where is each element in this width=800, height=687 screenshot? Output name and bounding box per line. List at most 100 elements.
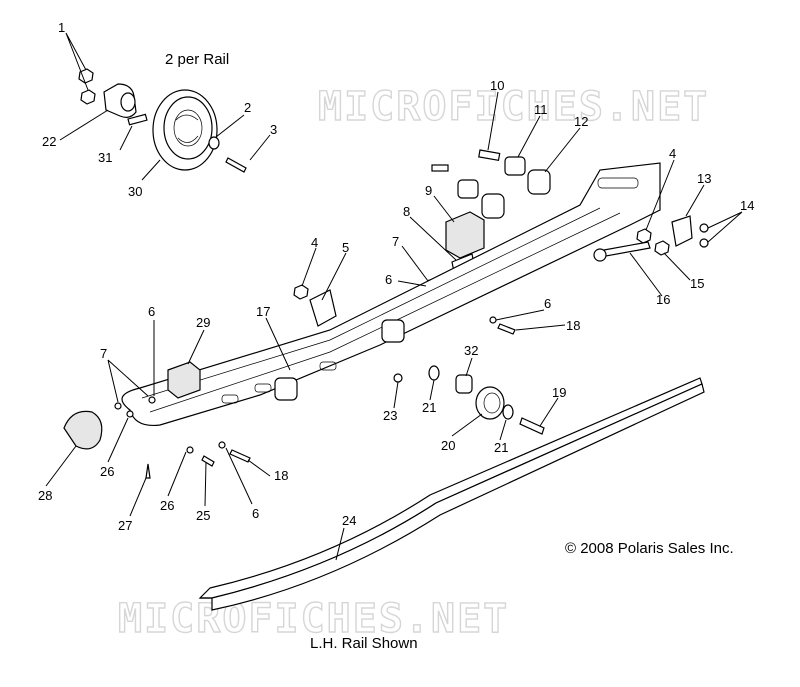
leader-15 [664,253,690,280]
leader-21b [500,420,506,440]
rail-frame-17 [122,163,660,425]
callout-17: 17 [256,304,270,319]
nut-1b [81,90,95,104]
bolt-25 [202,456,214,466]
leader-7a [402,246,428,281]
rivet-23 [394,374,402,382]
spacer-11 [505,157,525,175]
bolt-10 [479,150,500,160]
washer-6-lower [219,442,225,448]
leader-3 [250,135,270,160]
bushing-12 [528,170,550,194]
spacer-32 [456,375,472,393]
rail-frame-outline [122,163,660,425]
leader-21a [430,380,434,400]
callout-26a: 26 [100,464,114,479]
leader-32 [466,358,472,376]
rivet-27 [146,464,150,478]
callout-30: 30 [128,184,142,199]
watermark-top: MICROFICHES.NET [318,84,709,130]
callout-31: 31 [98,150,112,165]
leader-18a [516,325,565,330]
leader-26a [108,418,128,462]
washer-21-left [429,366,439,380]
callout-21a: 21 [422,400,436,415]
caption-2-per-rail: 2 per Rail [165,51,229,68]
callout-10: 10 [490,78,504,93]
washer-26-front [127,411,133,417]
callout-27: 27 [118,518,132,533]
leader-2 [216,115,244,137]
leader-13 [686,185,704,216]
leader-28 [46,446,76,486]
callout-18b: 18 [274,468,288,483]
callout-12: 12 [574,114,588,129]
leader-25 [205,462,206,506]
leader-12 [545,128,580,172]
leader-18b [248,460,270,476]
leader-22 [60,110,108,140]
leader-9 [434,196,454,222]
callout-22: 22 [42,134,56,149]
callout-6a: 6 [385,272,392,287]
bolt-3 [226,158,246,172]
bolt-18-lower [230,450,250,462]
leader-30 [142,160,160,180]
nut-14a [700,224,708,232]
callout-24: 24 [342,513,356,528]
leader-5 [322,253,346,300]
leader-19 [540,398,558,426]
callout-21b: 21 [494,440,508,455]
bolt-upper [432,165,448,171]
leader-20 [452,414,482,436]
copyright-text: © 2008 Polaris Sales Inc. [565,540,734,557]
nut-4-left [294,285,308,299]
callout-26b: 26 [160,498,174,513]
washer-7-front [115,403,121,409]
callout-25: 25 [196,508,210,523]
callout-19: 19 [552,385,566,400]
callout-14: 14 [740,198,754,213]
leader-31 [120,126,132,150]
leader-29 [188,330,204,364]
caption-lh-rail-shown: L.H. Rail Shown [310,635,418,652]
callout-16: 16 [656,292,670,307]
callout-28: 28 [38,488,52,503]
nut-15 [655,241,669,255]
leader-14 [708,212,742,242]
wear-strip-24 [200,378,704,610]
callout-29: 29 [196,315,210,330]
callout-18a: 18 [566,318,580,333]
callout-23: 23 [383,408,397,423]
callout-20: 20 [441,438,455,453]
washer-21-right [503,405,513,419]
callout-13: 13 [697,171,711,186]
callout-5: 5 [342,240,349,255]
leader-4a [302,248,316,286]
leader-16 [630,253,662,296]
washer-26-lower [187,447,193,453]
nut-4-right [637,229,651,243]
bushing-upper [482,194,504,218]
rail-bushing-rear [382,320,404,342]
rail-tip-28 [64,411,102,449]
bolt-16 [604,242,650,256]
callout-7a: 7 [392,234,399,249]
callout-15: 15 [690,276,704,291]
wheel-30-rim [164,97,212,159]
wear-strip-outline [200,378,702,598]
leader-27 [130,478,146,516]
washer-6-front [149,397,155,403]
bracket-22-hole [121,93,135,111]
callout-32: 32 [464,343,478,358]
callout-8: 8 [403,204,410,219]
callout-7b: 7 [100,346,107,361]
leader-6b [496,310,544,320]
callout-1: 1 [58,20,65,35]
bolt-16-head [594,249,606,261]
callout-2: 2 [244,100,251,115]
bolt-18-upper [498,324,515,334]
rail-bushing-front [275,378,297,400]
